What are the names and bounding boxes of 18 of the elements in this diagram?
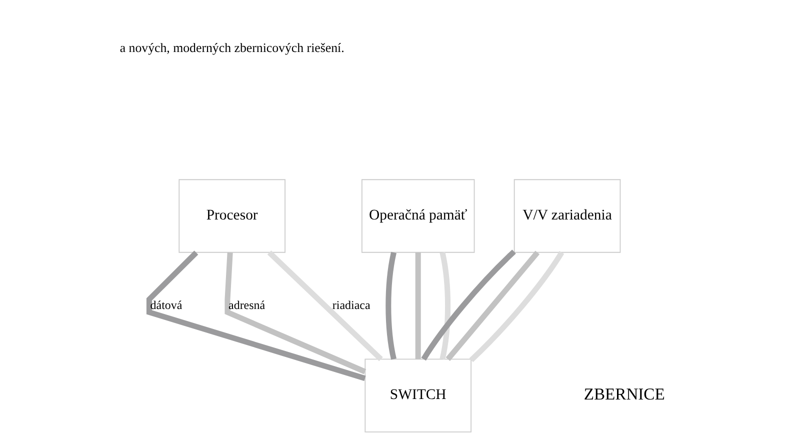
node-box: Operačná pamäť xyxy=(361,179,475,253)
connector xyxy=(224,252,366,374)
label: ZBERNICE xyxy=(584,384,665,404)
node-box: V/V zariadenia xyxy=(514,179,621,253)
connector xyxy=(446,250,540,361)
connector xyxy=(421,250,516,361)
connector xyxy=(386,252,396,360)
connector xyxy=(440,252,451,360)
connector xyxy=(267,250,383,362)
node-box: SWITCH xyxy=(364,358,472,432)
connector xyxy=(469,251,564,362)
edge-label: adresná xyxy=(228,298,266,312)
node-box: Procesor xyxy=(178,179,286,253)
connector xyxy=(415,252,421,360)
label: a nových, moderných zbernicových riešení. xyxy=(120,40,344,55)
edge-label: dátová xyxy=(150,298,182,312)
edge-label: riadiaca xyxy=(332,298,370,312)
connector xyxy=(146,250,366,382)
